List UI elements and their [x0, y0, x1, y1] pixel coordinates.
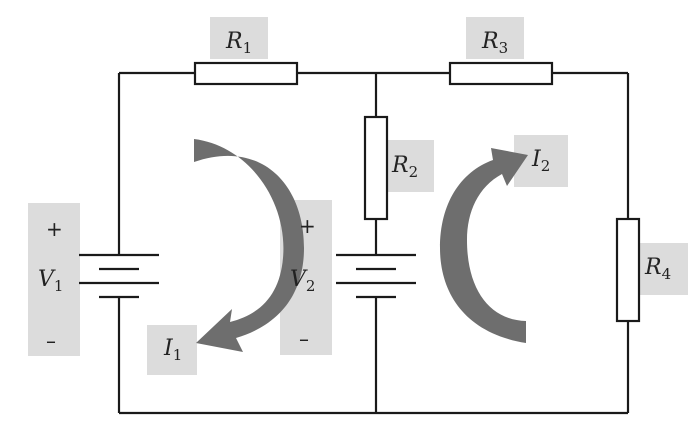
resistor-r1: [193, 61, 299, 86]
i1-label-box: [147, 325, 197, 375]
loop-current-i2-arrow: [440, 148, 528, 343]
r3-label: R3: [481, 29, 508, 57]
r3-label-box: [466, 17, 524, 59]
loop-current-i1-arrow: [194, 139, 304, 352]
v1-label-box: [28, 203, 80, 356]
r1-label: R1: [225, 29, 252, 57]
resistor-r3: [448, 61, 554, 86]
v2-minus-sign: –: [299, 327, 309, 351]
r2-label: R2: [391, 153, 418, 181]
v1-minus-sign: –: [46, 329, 56, 353]
resistor-r2: [363, 115, 389, 221]
battery-v1: [79, 253, 159, 299]
v1-plus-sign: +: [46, 217, 63, 241]
r4-label: R4: [644, 255, 671, 283]
r1-label-box: [210, 17, 268, 59]
resistor-r4: [615, 217, 641, 323]
circuit-wires: [117, 71, 630, 415]
i1-label: I1: [163, 336, 182, 364]
v1-label: V1: [38, 267, 63, 295]
i2-label: I2: [531, 147, 550, 175]
v2-plus-sign: +: [299, 214, 316, 238]
v2-label: V2: [290, 267, 315, 295]
battery-v2: [336, 253, 416, 299]
